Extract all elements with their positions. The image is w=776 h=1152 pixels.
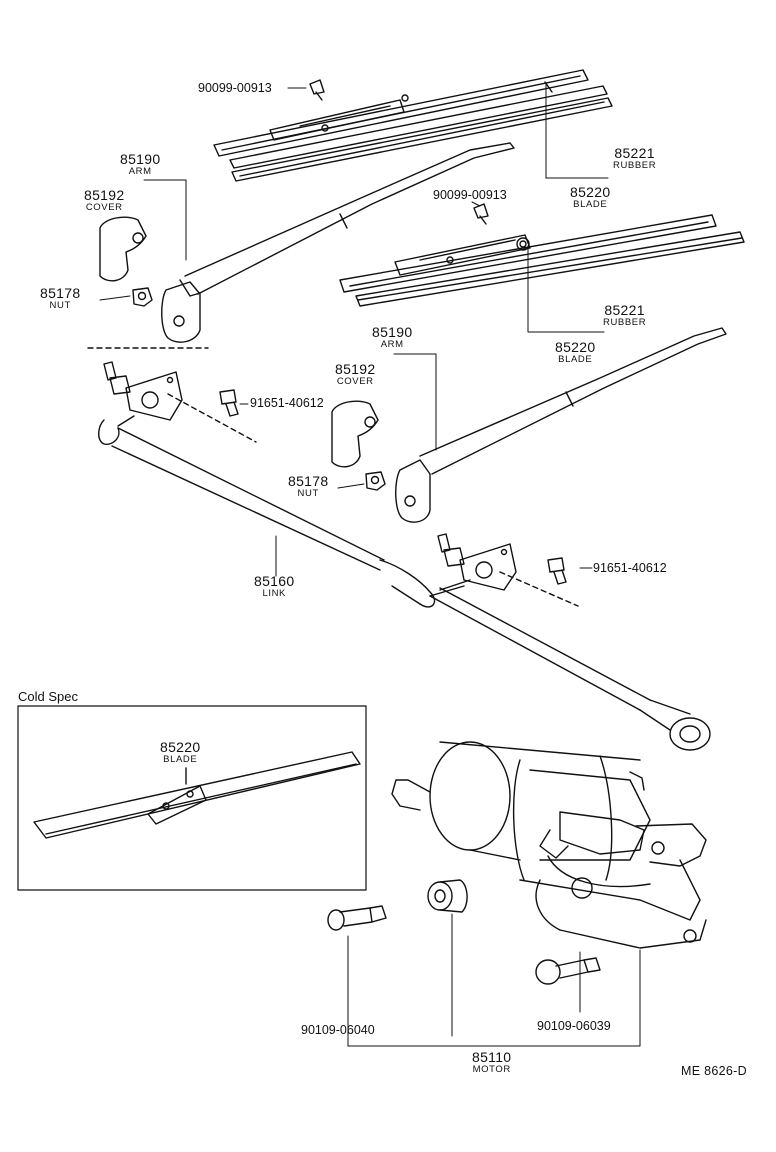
part-name: RUBBER	[603, 317, 647, 328]
part-number: 85110	[472, 1049, 512, 1065]
fastener-label-90099-a: 90099-00913	[198, 81, 272, 95]
part-name: BLADE	[558, 354, 593, 365]
part-number: 85220	[570, 184, 611, 200]
part-label-85192-b: 85192 COVER	[335, 362, 375, 387]
screw-91651-1	[219, 389, 239, 417]
motor-assembly	[391, 741, 707, 949]
part-label-85220-c: 85220 BLADE	[160, 740, 200, 765]
leader-lines	[99, 83, 641, 1047]
part-label-85190-a: 85190 ARM	[120, 152, 160, 177]
screw-91651-2	[547, 557, 567, 585]
arm-2	[395, 327, 727, 523]
part-number: 85192	[335, 361, 376, 377]
fastener-label-91651-b: 91651-40612	[593, 561, 667, 575]
part-name: ARM	[128, 166, 152, 177]
part-name: RUBBER	[613, 160, 657, 171]
part-name: BLADE	[573, 199, 608, 210]
screw-90099-1	[309, 79, 325, 101]
blade-upper-1	[213, 69, 613, 182]
part-number: 85221	[604, 302, 645, 318]
part-name: NUT	[49, 300, 71, 311]
part-label-85192-a: 85192 COVER	[84, 188, 124, 213]
part-number: 85192	[84, 187, 125, 203]
bolt-90109-06039	[535, 957, 601, 985]
nut-2	[365, 471, 386, 491]
pivot-2	[437, 533, 517, 591]
fastener-label-90109-06040: 90109-06040	[301, 1023, 375, 1037]
fastener-label-90109-06039: 90109-06039	[537, 1019, 611, 1033]
grommet	[427, 879, 468, 913]
cover-1	[99, 216, 147, 282]
arm-1	[161, 142, 515, 343]
part-name: LINK	[262, 588, 286, 599]
cover-2	[331, 400, 379, 468]
part-label-85221-a: 85221 RUBBER	[613, 146, 656, 171]
part-number: 85220	[555, 339, 596, 355]
part-label-85220-a: 85220 BLADE	[570, 185, 610, 210]
bolt-90109-06040	[327, 905, 387, 931]
part-label-85220-b: 85220 BLADE	[555, 340, 595, 365]
fastener-label-90099-b: 90099-00913	[433, 188, 507, 202]
diagram-code: ME 8626-D	[681, 1064, 747, 1078]
part-name: ARM	[380, 339, 404, 350]
part-label-85160: 85160 LINK	[254, 574, 294, 599]
part-number: 85178	[40, 285, 81, 301]
pivot-1	[103, 361, 183, 421]
blade-upper-2	[339, 214, 745, 307]
part-label-85178-a: 85178 NUT	[40, 286, 80, 311]
part-label-85221-b: 85221 RUBBER	[603, 303, 646, 328]
part-number: 85220	[160, 739, 201, 755]
part-name: COVER	[85, 202, 123, 213]
link-rod	[98, 415, 711, 751]
part-label-85110: 85110 MOTOR	[472, 1050, 511, 1075]
part-name: MOTOR	[472, 1064, 511, 1075]
part-name: BLADE	[163, 754, 198, 765]
fastener-label-91651-a: 91651-40612	[250, 396, 324, 410]
part-number: 85190	[120, 151, 161, 167]
inset-title: Cold Spec	[18, 689, 78, 704]
nut-1	[132, 287, 153, 307]
part-name: NUT	[297, 488, 319, 499]
cold-spec-inset	[17, 705, 367, 891]
part-label-85178-b: 85178 NUT	[288, 474, 328, 499]
part-number: 85160	[254, 573, 295, 589]
part-number: 85221	[614, 145, 655, 161]
part-name: COVER	[336, 376, 374, 387]
part-number: 85178	[288, 473, 329, 489]
screw-90099-2	[473, 203, 489, 225]
part-number: 85190	[372, 324, 413, 340]
install-guides	[87, 347, 579, 607]
part-label-85190-b: 85190 ARM	[372, 325, 412, 350]
